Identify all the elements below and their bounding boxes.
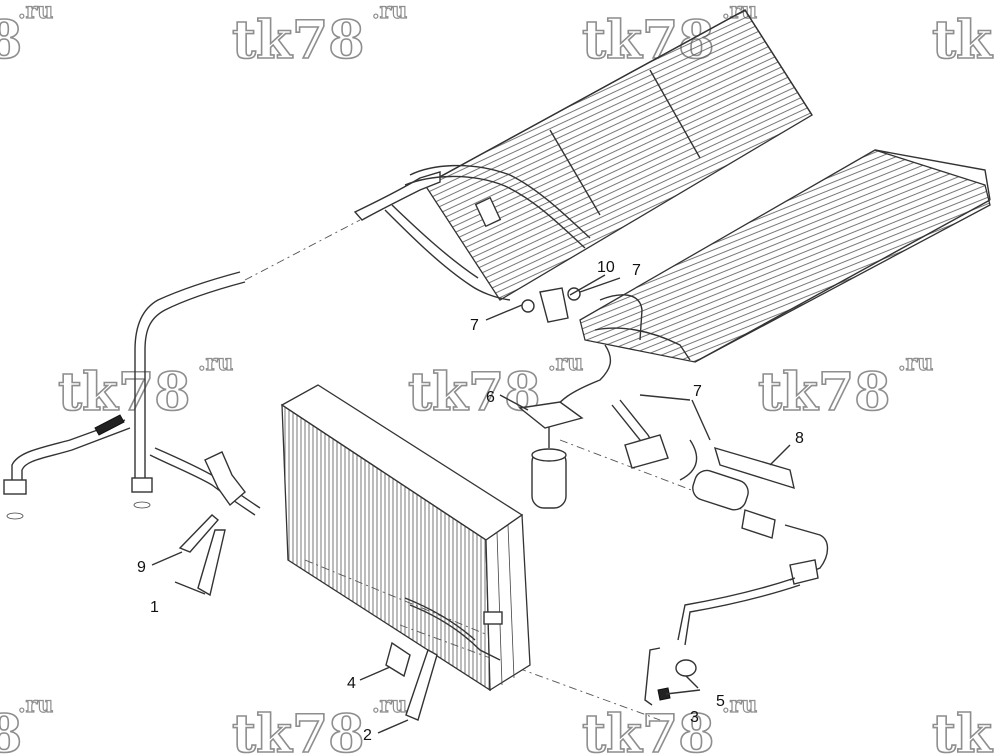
callout-2: 2: [363, 727, 372, 744]
receiver-drier: [518, 344, 612, 509]
watermark-suffix: .ru: [722, 692, 757, 718]
callout-1: 1: [150, 599, 159, 616]
bracket-4-and-2: [385, 641, 438, 721]
right-line-assembly: [611, 399, 829, 706]
upper-coil-left: [353, 9, 813, 301]
callout-7-top: 7: [632, 262, 641, 279]
watermark-suffix: .ru: [18, 692, 53, 718]
watermark-text: tk78: [232, 10, 364, 71]
watermark-partial-left-top: 8: [0, 10, 22, 71]
watermark-text: tk78: [582, 704, 714, 755]
callout-7-right: 7: [693, 383, 702, 400]
bracket-10: [521, 287, 581, 323]
callout-leaders: [151, 274, 791, 734]
callout-5: 5: [716, 693, 725, 710]
callout-4: 4: [347, 675, 356, 692]
left-hose: [3, 271, 261, 520]
watermark-text: tk78: [232, 704, 364, 755]
callout-7-left: 7: [470, 317, 479, 334]
callout-3: 3: [690, 709, 699, 726]
callout-6: 6: [486, 389, 495, 406]
watermark-partial-right-top: tk: [932, 10, 993, 71]
watermark-text: tk78: [408, 362, 540, 423]
watermark-text: tk78: [58, 362, 190, 423]
callout-8: 8: [795, 430, 804, 447]
upper-coil-right: [579, 149, 991, 363]
watermark-suffix: .ru: [372, 692, 407, 718]
watermark-partial-right-bottom: tk: [932, 704, 993, 755]
watermark-suffix: .ru: [198, 350, 233, 376]
watermark-partial-left-bottom: 8: [0, 704, 22, 755]
watermark-suffix: .ru: [548, 350, 583, 376]
callout-numbers: 1 2 3 4 5 6 7 7 7 8 9 10: [137, 259, 804, 744]
watermark-text: tk78: [758, 362, 890, 423]
watermark-suffix: .ru: [372, 0, 407, 24]
main-condenser: [280, 384, 531, 692]
watermark-suffix: .ru: [18, 0, 53, 24]
callout-10: 10: [597, 259, 615, 276]
callout-9: 9: [137, 559, 146, 576]
bracket-9-and-1: [178, 514, 226, 597]
watermark-suffix: .ru: [898, 350, 933, 376]
